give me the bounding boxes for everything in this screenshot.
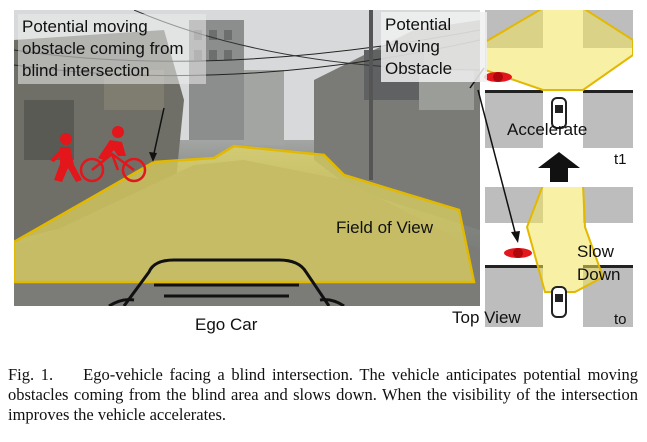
slow-label: Slow [577,242,614,262]
obstacle-annotation: Potential moving obstacle coming from bl… [18,14,206,84]
top-view-obstacle-annotation: Potential Moving Obstacle [381,12,487,82]
figure-number: Fig. 1. [8,365,53,384]
field-of-view-label: Field of View [336,218,433,238]
figure-caption: Fig. 1.Ego-vehicle facing a blind inters… [8,365,638,425]
transition-arrow-icon [534,150,584,186]
time-t1-label: t1 [614,151,627,168]
top-view-annotation-arrows [440,60,540,250]
ego-car-label: Ego Car [195,315,257,335]
down-label: Down [577,265,620,285]
time-t0-label: to [614,311,627,328]
top-view-label: Top View [452,308,521,328]
caption-text: Ego-vehicle facing a blind intersection.… [8,365,638,424]
